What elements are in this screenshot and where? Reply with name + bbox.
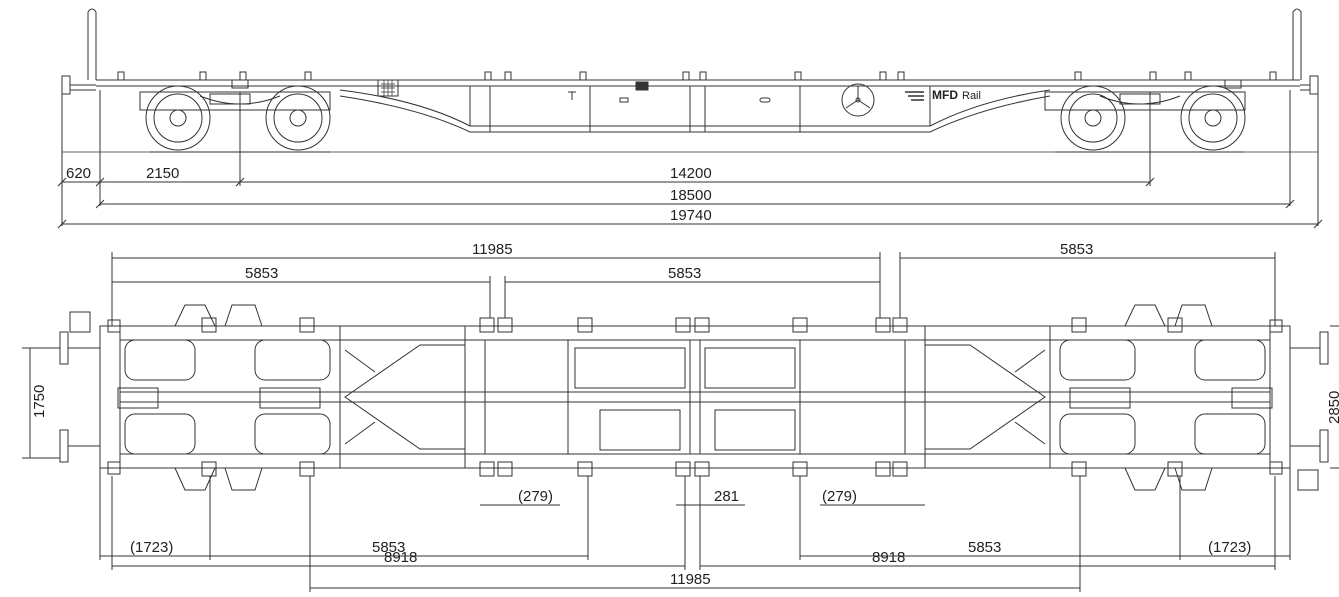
top-view (22, 252, 1339, 592)
left-bottom-steps (174, 467, 263, 491)
dim-label-top-mid-5853: 5853 (668, 265, 701, 282)
left-bogie (139, 85, 331, 153)
brake-equipment-right (704, 347, 796, 389)
top-twistlocks (107, 317, 1283, 477)
logo-main-text: MFD (932, 88, 958, 102)
top-left-buffers (59, 311, 100, 463)
dim-label-left-279: (279) (518, 488, 553, 505)
side-view (57, 8, 1323, 229)
top-left-bogie (117, 339, 331, 455)
fishbelly-sill (339, 89, 1051, 127)
dim-label-top-left-5853: 5853 (245, 265, 278, 282)
dim-label-2150: 2150 (146, 165, 179, 182)
dim-label-right-1723: (1723) (1208, 539, 1251, 556)
dim-label-right-5853: 5853 (968, 539, 1001, 556)
fitting-box (635, 81, 649, 91)
dim-label-2850: 2850 (1326, 391, 1339, 424)
left-bogie-wheel-2 (265, 85, 331, 151)
dim-label-14200: 14200 (670, 165, 712, 182)
dim-label-top-11985: 11985 (472, 241, 513, 258)
right-top-steps (1124, 304, 1213, 327)
right-bottom-steps (1124, 467, 1213, 491)
left-end-box (231, 79, 249, 89)
dim-label-281: 281 (714, 488, 739, 505)
deck-twistlocks (117, 71, 1277, 81)
dim-label-top-right-5853: 5853 (1060, 241, 1093, 258)
dim-label-left-5853: 5853 (372, 539, 405, 556)
brake-equipment-left (574, 347, 686, 389)
right-bogie-wheel-1 (1060, 85, 1126, 151)
dim-label-1750: 1750 (31, 385, 48, 418)
right-bogie-wheel-2 (1180, 85, 1246, 151)
left-top-steps (174, 304, 263, 327)
right-end-handrail (1292, 8, 1302, 80)
right-diamond-beam (924, 344, 1046, 450)
dim-label-right-8918: 8918 (872, 549, 905, 566)
left-bogie-wheel-1 (145, 85, 211, 151)
handbrake-wheel (841, 83, 875, 117)
fitting-small (619, 97, 629, 103)
dim-label-18500: 18500 (670, 187, 712, 204)
top-right-buffers (1290, 331, 1329, 491)
left-buffer (61, 75, 96, 95)
left-end-handrail (87, 8, 97, 80)
right-buffer (1300, 75, 1319, 95)
dim-label-right-279: (279) (822, 488, 857, 505)
top-frame-outline (99, 325, 1291, 469)
dim-label-620: 620 (66, 165, 91, 182)
logo-sub-text: Rail (962, 90, 981, 102)
fitting-slot (759, 97, 771, 103)
dim-label-left-1723: (1723) (130, 539, 173, 556)
fitting-valve (568, 91, 576, 100)
dim-label-19740: 19740 (670, 207, 712, 224)
top-right-bogie (1059, 339, 1273, 455)
mfdrail-logo: MFD Rail (905, 88, 981, 102)
left-diamond-beam (344, 344, 466, 450)
dim-label-bottom-11985: 11985 (670, 571, 711, 588)
right-end-box (1224, 79, 1242, 89)
right-bogie (1044, 85, 1246, 153)
dim-label-left-8918: 8918 (384, 549, 417, 566)
